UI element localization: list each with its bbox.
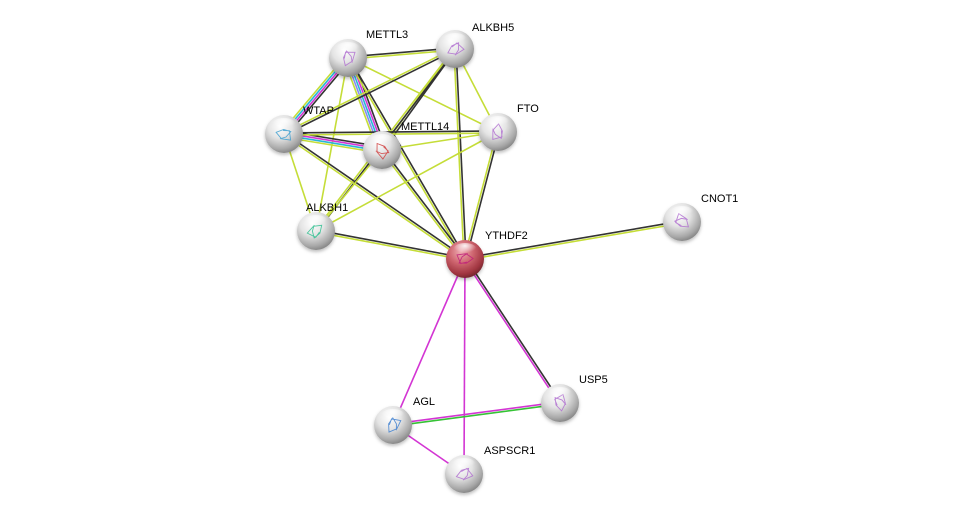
node-wtap[interactable]: WTAP bbox=[265, 105, 334, 153]
node-label: METTL3 bbox=[366, 29, 408, 41]
node-agl[interactable]: AGL bbox=[374, 396, 435, 444]
node-highlight bbox=[370, 134, 394, 148]
edge-line-experiments bbox=[463, 258, 466, 475]
edge-line-coexpression bbox=[382, 148, 467, 259]
edge-fto-ythdf2[interactable] bbox=[463, 131, 500, 260]
node-highlight bbox=[486, 116, 510, 130]
edge-line-experiments bbox=[463, 259, 560, 405]
edge-ythdf2-aspscr1[interactable] bbox=[463, 258, 466, 475]
node-aspscr1[interactable]: ASPSCR1 bbox=[445, 445, 535, 493]
node-label: ASPSCR1 bbox=[484, 445, 535, 457]
node-label: AGL bbox=[413, 396, 435, 408]
edge-line-coexpression bbox=[283, 130, 498, 134]
node-highlight bbox=[443, 33, 467, 47]
node-ythdf2[interactable]: YTHDF2 bbox=[446, 230, 528, 278]
edge-line-textmining bbox=[315, 131, 499, 232]
node-highlight bbox=[381, 409, 405, 423]
node-cnot1[interactable]: CNOT1 bbox=[663, 193, 738, 241]
edge-ythdf2-agl[interactable] bbox=[392, 258, 466, 426]
edge-line-experiments bbox=[392, 258, 466, 426]
edge-line-textmining bbox=[463, 131, 498, 259]
node-label: METTL14 bbox=[401, 121, 449, 133]
protein-structure-icon bbox=[456, 252, 474, 265]
edge-line-textmining bbox=[346, 58, 465, 260]
node-highlight bbox=[336, 42, 360, 56]
edge-line-textmining bbox=[465, 222, 683, 261]
edge-wtap-ythdf2[interactable] bbox=[282, 132, 467, 261]
node-label: ALKBH5 bbox=[472, 22, 514, 34]
edge-fto-alkbh1[interactable] bbox=[315, 131, 499, 232]
node-highlight bbox=[272, 118, 296, 132]
node-usp5[interactable]: USP5 bbox=[541, 374, 608, 422]
edge-line-coexpression bbox=[284, 49, 456, 136]
edge-line-coexpression bbox=[455, 48, 467, 259]
node-label: YTHDF2 bbox=[485, 230, 528, 242]
node-label: CNOT1 bbox=[701, 193, 738, 205]
edge-alkbh5-ythdf2[interactable] bbox=[453, 48, 467, 260]
node-highlight bbox=[548, 387, 572, 401]
node-mettl14[interactable]: METTL14 bbox=[363, 121, 449, 169]
edge-line-textmining bbox=[381, 131, 499, 151]
edge-line-textmining bbox=[380, 150, 465, 261]
node-alkbh5[interactable]: ALKBH5 bbox=[436, 22, 514, 68]
edge-line-textmining bbox=[283, 47, 455, 134]
edge-line-coexpression bbox=[464, 220, 682, 259]
edge-line-textmining bbox=[315, 231, 465, 261]
node-label: USP5 bbox=[579, 374, 608, 386]
edge-agl-usp5[interactable] bbox=[392, 401, 561, 427]
node-highlight bbox=[304, 215, 328, 229]
edge-line-experiments bbox=[392, 401, 560, 425]
edge-mettl14-fto[interactable] bbox=[381, 131, 499, 151]
node-label: WTAP bbox=[303, 105, 334, 117]
edge-ythdf2-cnot1[interactable] bbox=[464, 220, 683, 261]
node-highlight bbox=[453, 243, 477, 257]
edge-alkbh1-ythdf2[interactable] bbox=[315, 229, 466, 261]
edge-line-fusion bbox=[393, 403, 561, 427]
edge-alkbh5-wtap[interactable] bbox=[283, 47, 456, 136]
node-label: ALKBH1 bbox=[306, 202, 348, 214]
edge-line-textmining bbox=[282, 134, 465, 261]
node-label: FTO bbox=[517, 103, 539, 115]
edge-ythdf2-usp5[interactable] bbox=[463, 257, 562, 405]
edge-mettl14-ythdf2[interactable] bbox=[380, 148, 467, 261]
node-alkbh1[interactable]: ALKBH1 bbox=[297, 202, 348, 250]
edge-line-coexpression bbox=[465, 257, 562, 403]
node-highlight bbox=[670, 206, 694, 220]
protein-structure-icon bbox=[275, 129, 292, 141]
node-mettl3[interactable]: METTL3 bbox=[329, 29, 408, 77]
edge-line-coexpression bbox=[316, 229, 466, 259]
edge-line-coexpression bbox=[465, 132, 500, 260]
node-highlight bbox=[452, 458, 476, 472]
edge-line-coexpression bbox=[284, 132, 467, 259]
node-fto[interactable]: FTO bbox=[479, 103, 539, 151]
